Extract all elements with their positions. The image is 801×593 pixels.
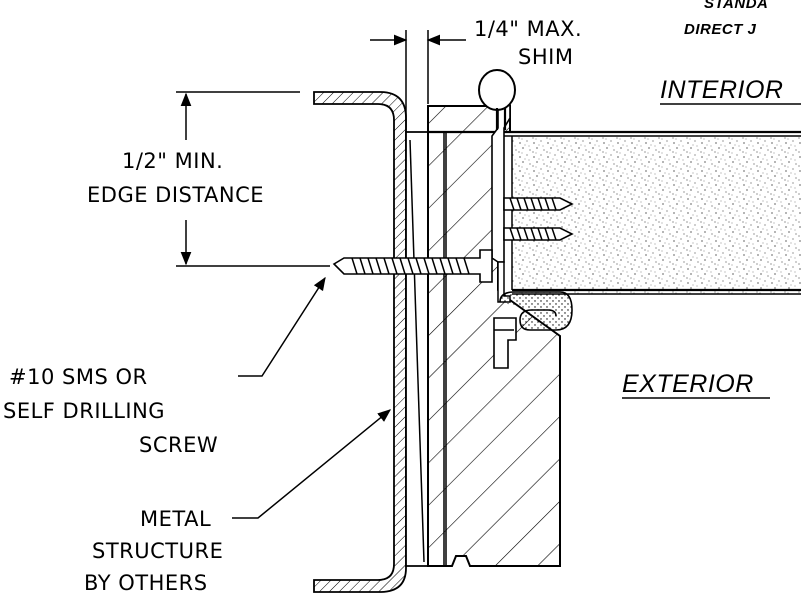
interior-panel bbox=[504, 130, 801, 295]
metal-structure-channel bbox=[313, 91, 407, 593]
edge-distance-line2: EDGE DISTANCE bbox=[87, 183, 264, 207]
hinge-pin bbox=[478, 69, 516, 130]
shim-label-line1: 1/4" MAX. bbox=[474, 17, 582, 41]
exterior-label: EXTERIOR bbox=[622, 370, 754, 398]
structure-label-line2: STRUCTURE bbox=[92, 539, 223, 563]
interior-label: INTERIOR bbox=[660, 76, 783, 104]
structure-leader bbox=[232, 409, 392, 519]
edge-distance-dimension bbox=[176, 91, 330, 267]
screw-label-line2: SELF DRILLING bbox=[3, 399, 165, 423]
wood-screw-lower bbox=[503, 227, 574, 241]
shim bbox=[405, 131, 429, 567]
structure-label-line1: METAL bbox=[140, 507, 211, 531]
wood-screw-upper bbox=[503, 197, 574, 211]
standard-note-line1: STANDA bbox=[704, 0, 768, 12]
screw-label-line1: #10 SMS OR bbox=[9, 365, 148, 389]
standard-note-line2: DIRECT J bbox=[684, 21, 757, 38]
structure-label-line3: BY OTHERS bbox=[84, 571, 208, 593]
screw-leader bbox=[238, 276, 326, 377]
weatherstrip bbox=[493, 291, 573, 369]
sms-screw bbox=[332, 249, 493, 283]
shim-dimension bbox=[370, 30, 466, 130]
edge-distance-line1: 1/2" MIN. bbox=[122, 149, 223, 173]
screw-label-line3: SCREW bbox=[139, 433, 218, 457]
shim-label-line2: SHIM bbox=[518, 45, 573, 69]
